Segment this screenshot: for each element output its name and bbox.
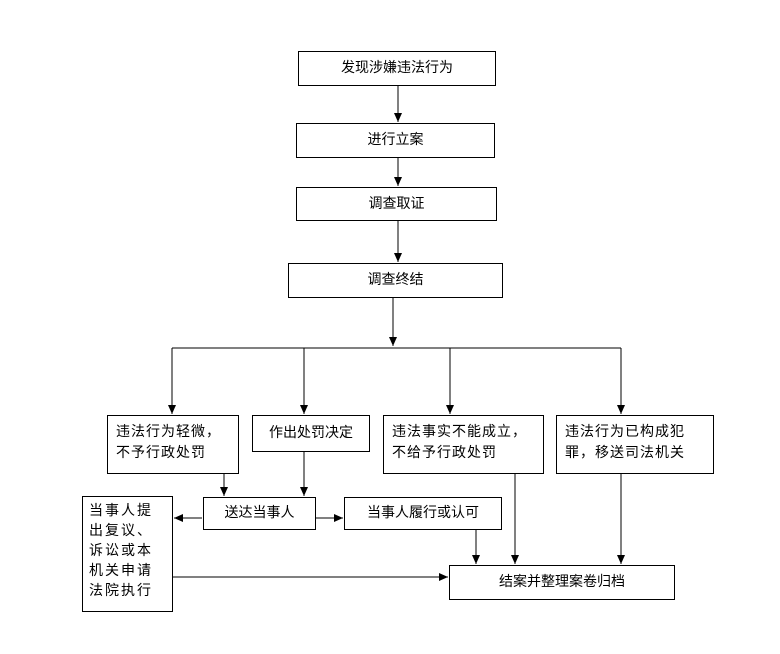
- node-conclude: 调查终结: [288, 263, 503, 298]
- node-register: 进行立案: [296, 123, 495, 158]
- node-decide: 作出处罚决定: [252, 415, 370, 452]
- node-discover: 发现涉嫌违法行为: [298, 51, 496, 86]
- node-unproven: 违法事实不能成立，不给予行政处罚: [383, 415, 544, 474]
- node-minor: 违法行为轻微，不予行政处罚: [107, 415, 239, 474]
- node-crime: 违法行为已构成犯罪，移送司法机关: [556, 415, 714, 474]
- node-investigate: 调查取证: [296, 187, 497, 221]
- node-deliver: 送达当事人: [203, 497, 316, 530]
- node-comply: 当事人履行或认可: [344, 497, 502, 530]
- node-appeal: 当事人提出复议、诉讼或本机关申请法院执行: [82, 496, 173, 612]
- node-close: 结案并整理案卷归档: [449, 565, 675, 600]
